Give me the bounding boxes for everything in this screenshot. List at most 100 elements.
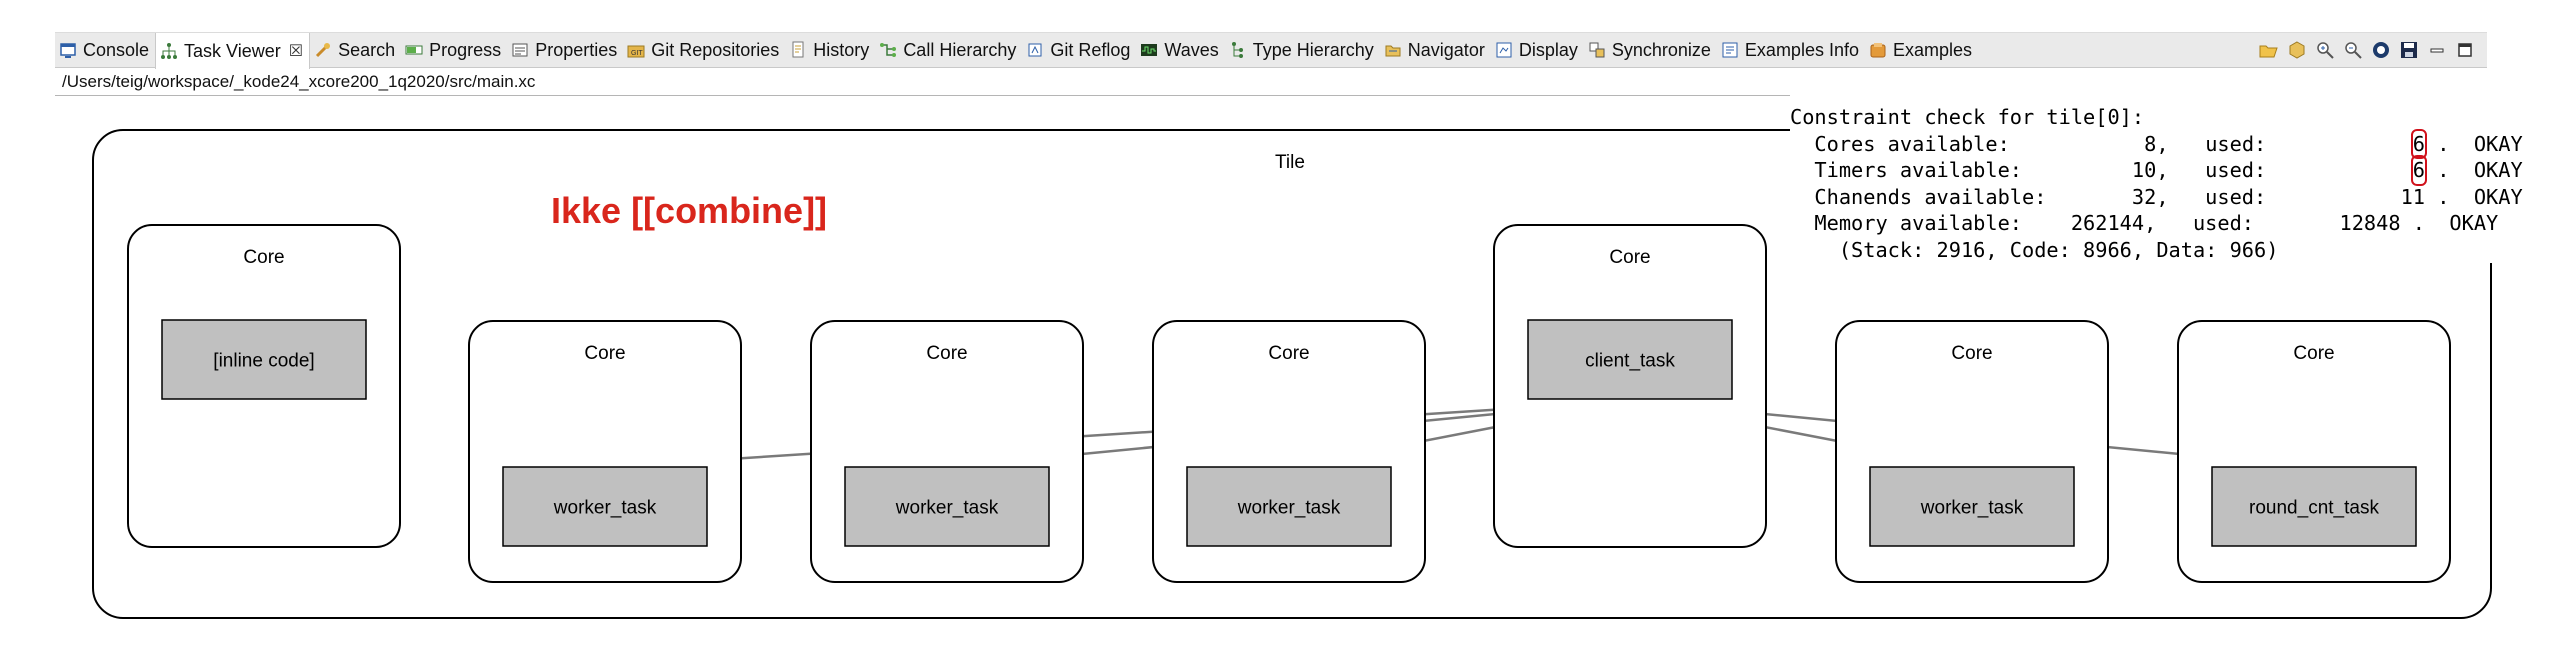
file-path: /Users/teig/workspace/_kode24_xcore200_1… [62, 72, 536, 91]
memory-breakdown: (Stack: 2916, Code: 8966, Data: 966) [1838, 237, 2279, 262]
header-divider [55, 95, 1790, 96]
task-box-client-task[interactable] [1527, 319, 1733, 400]
tab-label: Call Hierarchy [903, 39, 1017, 60]
examples-info-icon [1721, 41, 1739, 59]
examples-icon [1869, 41, 1887, 59]
available-value: 32 [2131, 184, 2157, 209]
tab-label: Synchronize [1611, 39, 1711, 60]
constraint-check-output: Constraint check for tile[0]: Cores avai… [1790, 104, 2523, 263]
core-label: Core [2293, 343, 2334, 364]
zoom-out-icon[interactable] [2343, 40, 2363, 60]
tab-console[interactable]: Console [55, 33, 155, 67]
used-label: used: [2192, 211, 2255, 235]
synchronize-icon [1588, 41, 1606, 59]
tab-examples[interactable]: Examples [1865, 33, 1978, 67]
core-2: Core worker_task [810, 320, 1084, 583]
tab-call-hierarchy[interactable]: Call Hierarchy [875, 33, 1022, 67]
tab-type-hierarchy[interactable]: Type Hierarchy [1225, 33, 1380, 67]
tab-label: Properties [535, 39, 618, 60]
tab-label: History [813, 39, 870, 60]
tab-label: Waves [1164, 39, 1219, 60]
refresh-icon[interactable] [2371, 40, 2391, 60]
maximize-icon[interactable] [2455, 40, 2475, 60]
tab-history[interactable]: History [785, 33, 875, 67]
resource-label: Timers available: [1814, 158, 2022, 182]
task-label: worker_task [895, 498, 999, 519]
task-box-worker-task[interactable] [1869, 466, 2075, 547]
package-icon[interactable] [2287, 40, 2307, 60]
resource-label: Cores available: [1814, 131, 2010, 156]
core-label: Core [1951, 343, 1992, 364]
status-okay: OKAY [2473, 131, 2523, 156]
resource-label: Memory available: [1814, 211, 2022, 235]
annotation-note: Ikke [[combine]] [551, 190, 828, 231]
close-tab-icon[interactable]: ☒ [288, 43, 304, 60]
core-label: Core [584, 343, 625, 364]
constraint-title: Constraint check for tile[0]: [1790, 105, 2145, 129]
status-okay: OKAY [2449, 211, 2499, 235]
tab-search[interactable]: Search [310, 33, 401, 67]
save-icon[interactable] [2399, 40, 2419, 60]
git-reflog-icon [1026, 41, 1044, 59]
tab-waves[interactable]: Waves [1136, 33, 1224, 67]
tab-examples-info[interactable]: Examples Info [1717, 33, 1865, 67]
task-label: worker_task [1920, 498, 2024, 519]
waves-icon [1140, 41, 1158, 59]
tab-label: Git Repositories [651, 39, 780, 60]
tab-git-repositories[interactable]: GIT Git Repositories [623, 33, 785, 67]
task-box-worker-task[interactable] [1186, 466, 1392, 547]
git-repositories-icon: GIT [627, 41, 645, 59]
tab-label: Task Viewer [184, 40, 281, 61]
tab-label: Git Reflog [1050, 39, 1131, 60]
available-value: 8 [2144, 131, 2157, 156]
display-icon [1495, 41, 1513, 59]
tab-synchronize[interactable]: Synchronize [1584, 33, 1717, 67]
available-value: 10 [2131, 158, 2157, 182]
tab-label: Examples Info [1744, 39, 1859, 60]
task-viewer-icon [160, 42, 178, 60]
core-5: Core worker_task [1835, 320, 2109, 583]
status-okay: OKAY [2473, 158, 2523, 182]
task-label: [inline code] [213, 351, 314, 372]
status-okay: OKAY [2473, 184, 2523, 209]
open-folder-icon[interactable] [2259, 40, 2279, 60]
task-box-worker-task[interactable] [844, 466, 1050, 547]
properties-icon [511, 41, 529, 59]
tab-navigator[interactable]: Navigator [1380, 33, 1491, 67]
tab-label: Console [83, 39, 150, 60]
history-icon [789, 41, 807, 59]
tab-label: Search [338, 39, 396, 60]
minimize-icon[interactable] [2427, 40, 2447, 60]
resource-label: Chanends available: [1814, 184, 2047, 209]
tab-progress[interactable]: Progress [401, 33, 507, 67]
available-value: 262144 [2070, 211, 2145, 235]
tab-properties[interactable]: Properties [507, 33, 623, 67]
core-label: Core [926, 343, 967, 364]
core-label: Core [1609, 247, 1650, 268]
task-box-inline-code[interactable] [161, 319, 367, 400]
task-box-round-cnt-task[interactable] [2211, 466, 2417, 547]
call-hierarchy-icon [879, 41, 897, 59]
used-value: 11 [2400, 184, 2425, 209]
tab-task-viewer[interactable]: Task Viewer ☒ [155, 33, 311, 69]
used-value: 6 [2410, 128, 2428, 159]
used-label: used: [2205, 184, 2267, 209]
core-group: Core [inline code] Core worker_task Core work… [127, 224, 2451, 583]
task-box-worker-task[interactable] [502, 466, 708, 547]
tab-display[interactable]: Display [1491, 33, 1584, 67]
tile-box [92, 129, 2492, 619]
tab-git-reflog[interactable]: Git Reflog [1022, 33, 1136, 67]
task-label: worker_task [553, 498, 657, 519]
core-label: Core [243, 247, 284, 268]
zoom-in-icon[interactable] [2315, 40, 2335, 60]
core-6: Core round_cnt_task [2177, 320, 2451, 583]
task-label: worker_task [1237, 498, 1341, 519]
task-label: round_cnt_task [2249, 498, 2379, 519]
view-toolbar [2259, 33, 2475, 67]
used-label: used: [2205, 131, 2267, 156]
tab-label: Type Hierarchy [1252, 39, 1374, 60]
